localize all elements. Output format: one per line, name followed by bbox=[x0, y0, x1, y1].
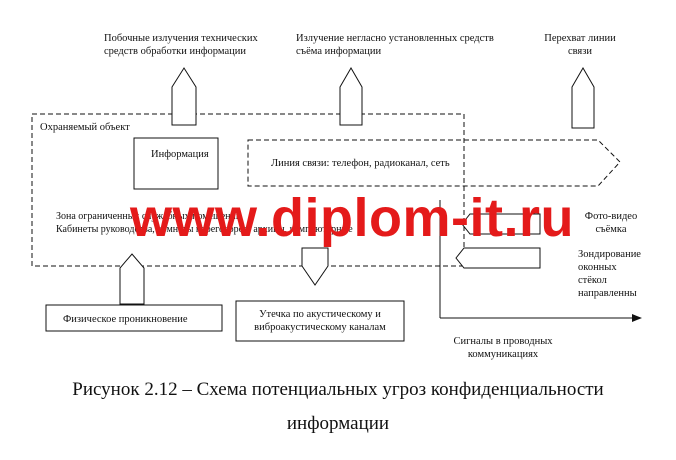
physical-label: Физическое проникновение bbox=[63, 314, 188, 325]
line-intercept-label: Перехват линии связи bbox=[544, 33, 616, 57]
wired-axis-arrowhead bbox=[632, 314, 642, 322]
covert-devices-arrow bbox=[339, 67, 363, 126]
information-label: Информация bbox=[151, 149, 209, 160]
watermark: www.diplom-it.ru bbox=[130, 188, 574, 248]
covert-devices-label: Излучение негласно установленных средств… bbox=[296, 33, 494, 57]
zone-label: Зона ограниченных служебных помещений Ка… bbox=[56, 211, 353, 235]
photo-video-label: Фото-видео съёмка bbox=[584, 211, 638, 235]
acoustic-leak-arrow bbox=[301, 247, 329, 286]
photo-video-arrow bbox=[461, 213, 541, 235]
side-emission-label: Побочные излучения технических средств о… bbox=[104, 33, 258, 57]
acoustic-leak-label: Утечка по акустическому и виброакустичес… bbox=[254, 309, 386, 333]
window-sounding-arrow bbox=[455, 247, 541, 269]
figure-caption-line2: информации bbox=[286, 413, 390, 434]
protected-object-boundary bbox=[31, 113, 465, 267]
side-emission-arrow bbox=[171, 67, 197, 126]
wired-signals-label: Сигналы в проводных коммуникациях bbox=[453, 336, 553, 360]
comm-line-arrow bbox=[247, 139, 621, 187]
physical-box bbox=[45, 304, 223, 332]
physical-arrow bbox=[119, 253, 145, 305]
information-box bbox=[133, 137, 219, 190]
window-sounding-label: Зондирование оконных стёкол направленны bbox=[578, 249, 641, 299]
comm-line-label: Линия связи: телефон, радиоканал, сеть bbox=[271, 158, 450, 169]
figure-caption-line1: Рисунок 2.12 – Схема потенциальных угроз… bbox=[72, 379, 604, 400]
protected-object-label: Охраняемый объект bbox=[40, 122, 130, 133]
line-intercept-arrow bbox=[571, 67, 595, 129]
acoustic-leak-box bbox=[235, 300, 405, 342]
